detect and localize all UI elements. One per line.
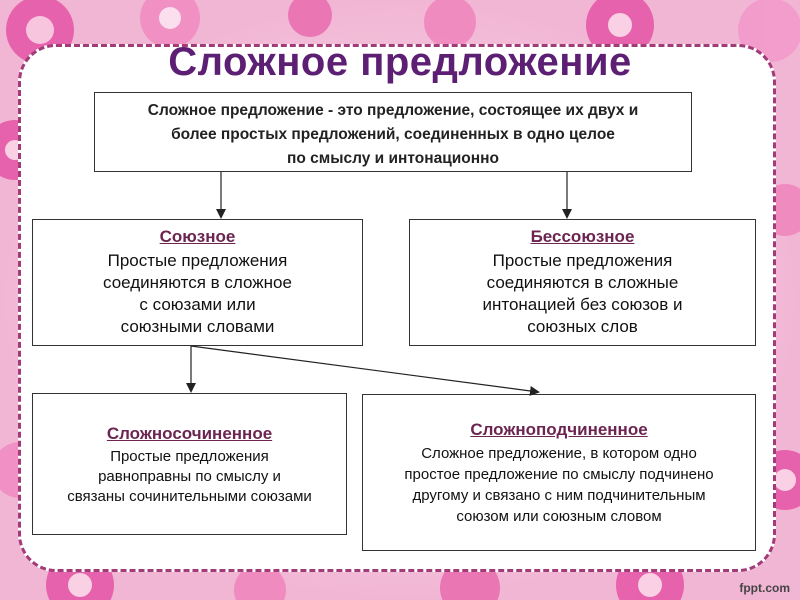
nonunion-line: соединяются в сложные xyxy=(486,273,679,292)
complex-heading: Сложноподчиненное xyxy=(470,420,648,439)
union-heading: Союзное xyxy=(159,227,236,246)
complex-line: другому и связано с ним подчинительным xyxy=(412,487,706,504)
complex-box: Сложноподчиненное Сложное предложение, в… xyxy=(362,394,756,551)
page-title: Сложное предложение xyxy=(168,40,632,84)
nonunion-line: союзных слов xyxy=(527,317,638,336)
union-line: Простые предложения xyxy=(107,251,288,270)
compound-line: связаны сочинительными союзами xyxy=(67,488,312,505)
nonunion-heading: Бессоюзное xyxy=(530,227,635,246)
definition-line: более простых предложений, соединенных в… xyxy=(171,126,615,143)
definition-line: Сложное предложение - это предложение, с… xyxy=(147,102,639,119)
compound-heading: Сложносочиненное xyxy=(106,424,273,443)
complex-line: Сложное предложение, в котором одно xyxy=(421,445,697,462)
compound-line: Простые предложения xyxy=(110,448,269,465)
union-line: с союзами или xyxy=(139,295,256,314)
compound-line: равноправны по смыслу и xyxy=(98,468,281,485)
union-line: соединяются в сложное xyxy=(103,273,292,292)
definition-line: по смыслу и интонационно xyxy=(287,150,499,167)
complex-line: союзом или союзным словом xyxy=(456,508,662,525)
complex-line: простое предложение по смыслу подчинено xyxy=(404,466,714,483)
nonunion-line: интонацией без союзов и xyxy=(482,295,683,314)
definition-box: Сложное предложение - это предложение, с… xyxy=(94,92,692,172)
nonunion-line: Простые предложения xyxy=(492,251,673,270)
union-line: союзными словами xyxy=(120,317,275,336)
compound-box: Сложносочиненное Простые предложения рав… xyxy=(32,393,347,535)
union-box: Союзное Простые предложения соединяются … xyxy=(32,219,363,346)
watermark: fppt.com xyxy=(739,581,790,595)
nonunion-box: Бессоюзное Простые предложения соединяют… xyxy=(409,219,756,346)
